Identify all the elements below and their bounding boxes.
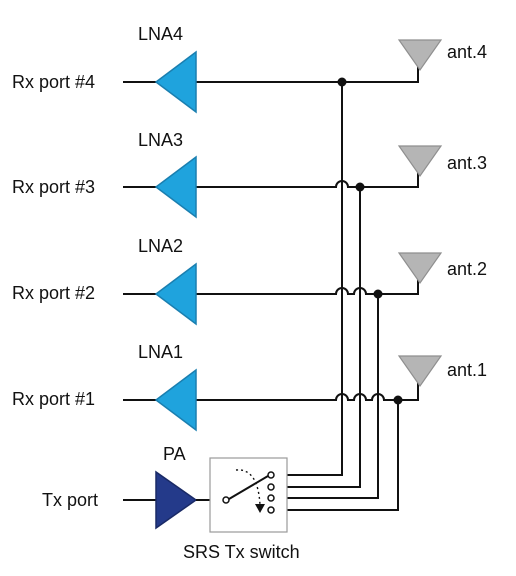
switch-line-ant4 <box>278 82 343 476</box>
rx-port-1-label: Rx port #1 <box>12 389 95 409</box>
lna2-label: LNA2 <box>138 236 183 256</box>
antenna-3-icon <box>397 145 443 178</box>
switch-arrowhead-icon <box>255 504 265 513</box>
switch-input-terminal <box>222 496 230 504</box>
ant4-feed-line <box>196 60 419 83</box>
junction-ant2 <box>373 289 383 299</box>
switch-terminal-1 <box>267 471 275 479</box>
tx-port-label: Tx port <box>42 490 98 510</box>
ant1-label: ant.1 <box>447 360 487 380</box>
junction-ant1 <box>393 395 403 405</box>
switch-terminal-2 <box>267 483 275 491</box>
rx-port-4-label: Rx port #4 <box>12 72 95 92</box>
lna3-amplifier-icon <box>154 155 197 219</box>
lna1-label: LNA1 <box>138 342 183 362</box>
switch-terminal-3 <box>267 494 275 502</box>
ant3-feed-line <box>196 166 419 188</box>
srs-tx-switch <box>209 457 288 533</box>
ant1-feed-line <box>196 376 419 401</box>
ant2-label: ant.2 <box>447 259 487 279</box>
lna1-amplifier-icon <box>154 368 197 432</box>
rx-port-2-label: Rx port #2 <box>12 283 95 303</box>
ant2-feed-line <box>196 273 419 295</box>
pa-label: PA <box>163 444 186 464</box>
antenna-4-icon <box>397 39 443 72</box>
srs-switch-label: SRS Tx switch <box>183 542 300 562</box>
switch-terminal-4 <box>267 506 275 514</box>
switch-line-ant1 <box>278 400 399 511</box>
pa-amplifier-icon <box>155 470 198 530</box>
lna3-label: LNA3 <box>138 130 183 150</box>
lna2-amplifier-icon <box>154 262 197 326</box>
switch-arm <box>228 475 269 500</box>
rx-port-3-label: Rx port #3 <box>12 177 95 197</box>
switch-box <box>209 457 288 533</box>
junction-ant3 <box>355 182 365 192</box>
ant4-label: ant.4 <box>447 42 487 62</box>
antenna-1-icon <box>397 355 443 388</box>
junction-ant4 <box>337 77 347 87</box>
lna4-label: LNA4 <box>138 24 183 44</box>
switch-line-ant2 <box>278 294 379 499</box>
switch-line-ant3 <box>278 187 361 488</box>
ant3-label: ant.3 <box>447 153 487 173</box>
lna4-amplifier-icon <box>154 50 197 114</box>
antenna-2-icon <box>397 252 443 285</box>
